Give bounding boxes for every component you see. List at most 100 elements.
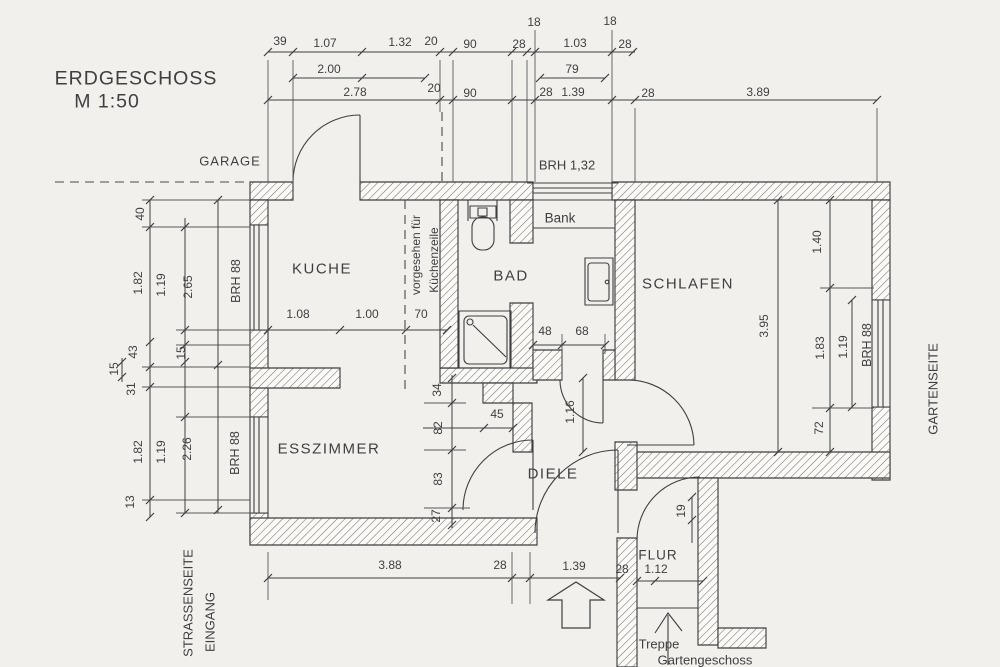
wall (510, 200, 533, 243)
dim-top-139: 1.39 (561, 85, 585, 99)
dim-bad-48: 48 (538, 324, 552, 338)
room-flur: FLUR (638, 547, 678, 563)
window-kueche (250, 225, 268, 330)
wall (533, 350, 562, 380)
dim-top-28b: 28 (618, 37, 632, 51)
dim-top-107: 1.07 (313, 36, 337, 50)
dim-bottom-139: 1.39 (562, 559, 586, 573)
side-strassenseite: STRASSENSEITE (180, 549, 196, 657)
dim-mid-82: 82 (431, 421, 445, 435)
dim-top-18b: 18 (603, 14, 617, 28)
title-name: ERDGESCHOSS (54, 67, 218, 90)
dim-left-226: 2.26 (180, 437, 194, 461)
brh-bank-window: BRH 1,32 (538, 157, 596, 173)
dim-schlafen-395: 3.95 (757, 314, 771, 338)
window-bank (527, 182, 618, 200)
dim-top-79: 79 (565, 62, 579, 76)
dim-schlafen-140: 1.40 (810, 230, 824, 254)
dim-mid-45: 45 (490, 407, 504, 421)
walls (250, 182, 890, 667)
dim-left-15a: 15 (174, 346, 188, 360)
dim-top-278: 2.78 (343, 85, 367, 99)
wall (718, 628, 766, 648)
bath-fixtures (459, 200, 615, 368)
dim-bad-68: 68 (575, 324, 589, 338)
dim-top-200: 2.00 (317, 62, 341, 76)
note-kuechenzeile: Küchenzeile (427, 227, 441, 293)
wall (250, 182, 293, 200)
dim-top-18a: 18 (527, 15, 541, 29)
dim-bottom-388: 3.88 (378, 558, 402, 572)
dim-kueche-108: 1.08 (286, 307, 310, 321)
brh-kueche-window: BRH 88 (228, 259, 243, 303)
wall (615, 200, 635, 380)
room-esszimmer: ESSZIMMER (277, 440, 381, 458)
dim-top-103: 1.03 (563, 36, 587, 50)
room-kueche: KUCHE (291, 260, 353, 278)
brh-esszimmer-window: BRH 88 (227, 431, 242, 475)
wall (603, 350, 615, 380)
dim-schlafen-119: 1.19 (836, 335, 850, 359)
dim-left-119a: 1.19 (154, 273, 168, 297)
dim-flur-19: 19 (674, 504, 688, 518)
title-scale: M 1:50 (74, 90, 140, 113)
wall (360, 182, 533, 200)
dim-kueche-100: 1.00 (355, 307, 379, 321)
dim-schlafen-183: 1.83 (813, 336, 827, 360)
dim-top-28d: 28 (641, 86, 655, 100)
dim-left-13: 13 (123, 495, 137, 509)
stair-gartengeschoss: Gartengeschoss (657, 652, 753, 667)
dimension-ticks (118, 48, 881, 585)
dim-diele-116: 1.16 (563, 400, 577, 424)
windows (250, 182, 890, 513)
wall (632, 452, 890, 478)
fixture-bank: Bank (544, 210, 576, 226)
shower-icon (459, 311, 511, 368)
door-swings (293, 115, 700, 540)
stair-direction-arrow (637, 608, 698, 665)
brh-schlafen-window: BRH 88 (859, 323, 874, 367)
window-schlafen (872, 300, 890, 407)
dashed-lines (55, 112, 442, 390)
dim-left-182b: 1.82 (131, 440, 145, 464)
side-eingang: EINGANG (202, 592, 218, 652)
dim-left-265: 2.65 (181, 275, 195, 299)
dim-top-90a: 90 (463, 37, 477, 51)
dim-schlafen-72: 72 (812, 421, 826, 435)
note-vorgesehen: vorgesehen für (409, 214, 423, 296)
stair-treppe: Treppe (638, 636, 680, 652)
extension-lines (142, 30, 877, 604)
dim-left-119b: 1.19 (154, 440, 168, 464)
dim-mid-27: 27 (429, 509, 443, 523)
wall (250, 200, 268, 225)
door-flur (637, 477, 700, 540)
dim-left-43: 43 (126, 345, 140, 359)
dim-top-20a: 20 (424, 34, 438, 48)
dim-left-15b: 15 (107, 362, 121, 376)
dim-top-132: 1.32 (388, 35, 412, 49)
wall (872, 200, 890, 300)
door-house-entrance (535, 450, 618, 533)
dim-mid-34: 34 (430, 383, 444, 397)
dim-left-31: 31 (124, 382, 138, 396)
wall (440, 200, 458, 368)
dim-flur-28: 28 (615, 562, 629, 576)
dim-top-28c: 28 (539, 85, 553, 99)
dim-top-28a: 28 (512, 37, 526, 51)
dim-left-40: 40 (133, 207, 147, 221)
side-gartenseite: GARTENSEITE (925, 343, 941, 435)
wall (483, 383, 513, 403)
door-bad (560, 380, 603, 423)
wall (612, 182, 890, 200)
door-esszimmer-diele (463, 440, 533, 510)
wall (513, 403, 532, 452)
entrance-direction-arrow (548, 582, 604, 628)
dim-bottom-28a: 28 (493, 558, 507, 572)
dim-left-182a: 1.82 (131, 271, 145, 295)
dim-flur-112: 1.12 (644, 562, 668, 576)
door-schlafen (627, 380, 694, 445)
window-esszimmer (250, 417, 268, 513)
door-garage-entrance (293, 115, 360, 182)
